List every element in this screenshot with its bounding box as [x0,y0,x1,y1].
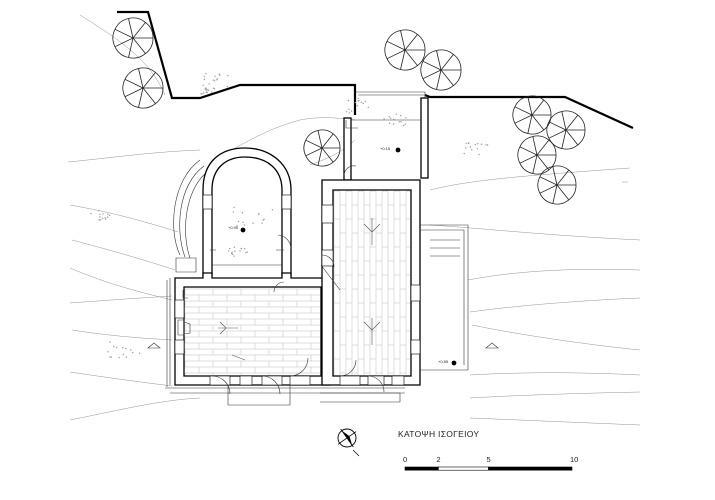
tree-icon [112,17,154,59]
scale-bar-segment [438,466,489,471]
scale-bar-label: 2 [436,455,440,464]
tree-icon [537,165,577,205]
tree-icon [384,29,426,71]
front-steps [165,278,405,406]
tree-icon [303,129,341,167]
tree-icon [122,67,164,109]
scale-bar-label: 0 [403,455,407,464]
tree-icon [512,95,552,135]
property-boundary-east [424,93,634,130]
scale-bar-segment [488,466,573,471]
east-terrace [420,224,469,371]
tree-icon [517,135,557,175]
property-boundary-west [117,10,357,115]
west-niche [177,319,191,336]
ground-texture-dots [90,73,489,359]
west-hall [174,272,331,386]
terrain-contours [67,14,641,426]
level-mark-north-entrance: +0.15 [380,146,401,153]
scale-bar-segment [404,466,439,471]
scale-bar: 0 2 5 10 [403,455,578,471]
tree-icon [420,49,462,91]
west-hall-floor-pattern [184,288,320,375]
svg-text:+0.15: +0.15 [380,146,391,151]
roof-ridge-marks [218,218,381,361]
drawing-title: ΚΑΤΟΨΗ ΙΣΟΓΕΙΟΥ [398,429,479,439]
level-mark-east-terrace: +0.85 [438,359,457,366]
scale-bar-label: 10 [570,455,578,464]
door-swings [211,165,385,395]
level-mark-courtyard: +0.90 [228,225,246,233]
elevation-markers [147,342,499,349]
north-corridor [343,97,429,181]
svg-text:+0.90: +0.90 [228,225,239,230]
curved-retaining-wall [173,159,208,273]
scale-bar-label: 5 [487,455,491,464]
wall-openings [174,194,421,386]
east-hall-floor-pattern [333,190,410,375]
svg-text:+0.85: +0.85 [438,359,449,364]
apse-room [202,147,292,276]
tree-icon [546,110,586,150]
north-arrow-icon [337,428,360,457]
trees [112,17,586,205]
east-hall [321,179,421,386]
